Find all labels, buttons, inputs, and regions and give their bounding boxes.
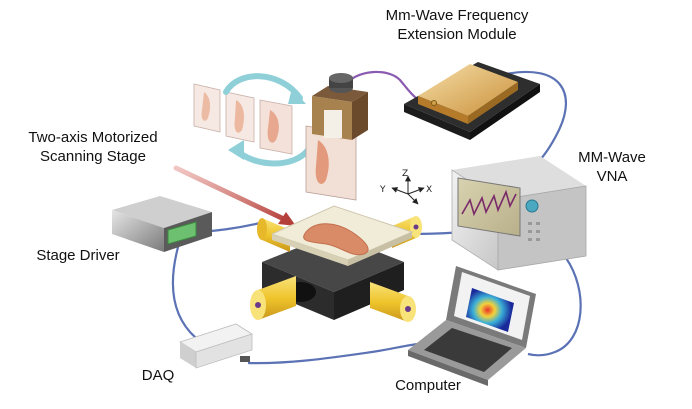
daq-device (179, 323, 253, 369)
vna-trace (461, 189, 517, 217)
cable-driver-to-daq (171, 239, 197, 339)
module-box-top (418, 64, 518, 116)
stage-label: Two-axis Motorized Scanning Stage (4, 128, 182, 166)
cable-daq-to-computer (247, 342, 419, 365)
daq-port-icon (240, 356, 250, 362)
vna-label-line1: MM-Wave (578, 149, 646, 166)
sample-card (225, 91, 255, 143)
driver-connector-icon (167, 221, 197, 245)
rotate-arrow-head-icon (288, 88, 306, 104)
motor-right-bottom (370, 282, 416, 322)
scanning-stage (250, 205, 422, 322)
sample-card (193, 83, 221, 133)
beam-arrow (173, 165, 289, 223)
driver-label: Stage Driver (36, 247, 120, 264)
axis-y-label: Y (379, 185, 386, 195)
laptop-computer (408, 266, 536, 386)
vna-instrument (451, 156, 587, 271)
vna-knob-icon (525, 199, 539, 213)
stage-label-line1: Two-axis Motorized (28, 129, 158, 146)
coordinate-axes (391, 175, 425, 205)
stage-label-line2: Scanning Stage (40, 148, 146, 165)
rotate-arrow-return-head-icon (228, 140, 244, 160)
axis-z-label: Z (402, 169, 408, 179)
module-label-line2: Extension Module (397, 26, 517, 43)
daq-label: DAQ (141, 367, 175, 384)
vna-buttons (528, 222, 540, 241)
rotate-arrow-return-icon (233, 147, 311, 167)
sample-card (259, 99, 293, 155)
vna-label-line2: VNA (596, 168, 628, 185)
beam-arrow-head-icon (278, 212, 296, 226)
vna-label: MM-Wave VNA (566, 148, 658, 186)
axis-x-label: X (426, 185, 432, 195)
module-label-line1: Mm-Wave Frequency (385, 7, 529, 24)
frequency-extension-module (404, 62, 540, 140)
cable-vna-to-computer (527, 257, 582, 357)
rotating-sample-cards (193, 73, 311, 167)
keyboard (424, 328, 512, 372)
mmwave-probe-head (305, 73, 368, 201)
module-port-icon (431, 100, 437, 106)
heatmap-image (466, 288, 514, 332)
stage-driver (112, 196, 212, 252)
computer-label: Computer (395, 377, 461, 394)
motor-left-bottom (250, 276, 296, 320)
module-label: Mm-Wave Frequency Extension Module (370, 6, 544, 44)
sample-skin (303, 223, 369, 256)
